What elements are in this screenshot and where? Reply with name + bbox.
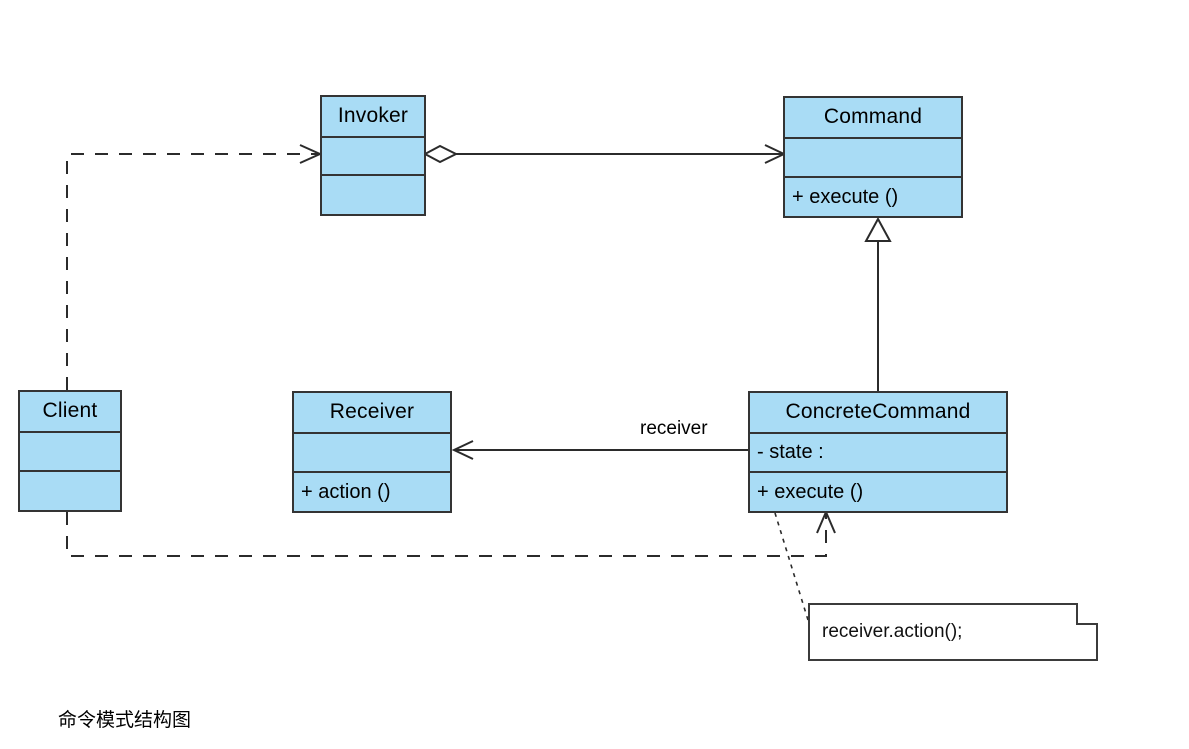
class-name-invoker: Invoker	[337, 104, 409, 128]
class-attributes-invoker	[322, 135, 424, 175]
class-box-invoker[interactable]: Invoker	[320, 95, 426, 216]
note-box[interactable]: receiver.action();	[808, 603, 1098, 661]
class-name-client: Client	[42, 399, 98, 423]
edge-concretecommand-command	[864, 216, 892, 392]
class-name-receiver: Receiver	[329, 400, 415, 424]
class-name-concretecommand: ConcreteCommand	[785, 400, 971, 424]
diagram-caption: 命令模式结构图	[58, 709, 192, 731]
generalization-triangle-icon	[864, 216, 892, 242]
edge-client-concretecommand	[66, 509, 836, 557]
class-box-concretecommand[interactable]: ConcreteCommand - state : + execute ()	[748, 391, 1008, 513]
class-name-command: Command	[823, 105, 923, 129]
note-fold-triangle-icon	[1078, 603, 1098, 623]
class-box-command[interactable]: Command + execute ()	[783, 96, 963, 218]
note-text: receiver.action();	[822, 621, 963, 642]
class-operations-client	[20, 470, 120, 510]
aggregation-diamond-icon	[422, 144, 459, 164]
class-operations-invoker	[322, 174, 424, 214]
association-role-label-receiver: receiver	[640, 418, 708, 439]
class-box-receiver[interactable]: Receiver + action ()	[292, 391, 452, 513]
open-arrowhead-icon	[451, 440, 474, 460]
class-attributes-client	[20, 430, 120, 471]
edge-concretecommand-receiver	[451, 440, 748, 460]
class-attributes-receiver	[294, 431, 450, 472]
edge-client-invoker	[66, 144, 323, 390]
class-attributes-command	[785, 136, 961, 177]
class-box-client[interactable]: Client	[18, 390, 122, 512]
edge-invoker-command	[422, 144, 787, 164]
class-operations-command: + execute ()	[785, 176, 961, 216]
class-operations-concretecommand: + execute ()	[750, 471, 1006, 511]
class-operations-receiver: + action ()	[294, 471, 450, 511]
edge-note-anchor	[774, 512, 809, 621]
class-attributes-concretecommand: - state :	[750, 431, 1006, 472]
